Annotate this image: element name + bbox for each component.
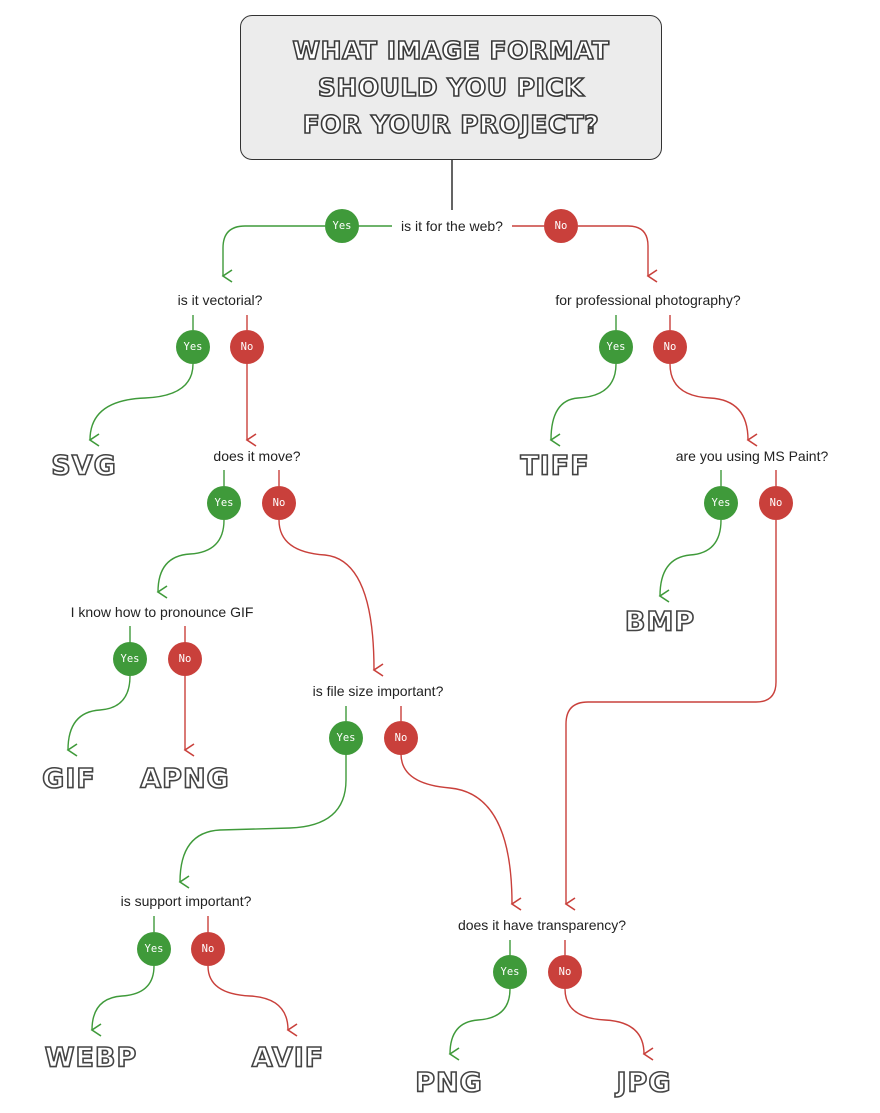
badge-vectorial-yes: Yes [176, 330, 210, 364]
badge-move-yes: Yes [207, 486, 241, 520]
question-professional: for professional photography? [555, 292, 741, 308]
question-vectorial: is it vectorial? [177, 292, 263, 308]
format-png: PNG [414, 1067, 483, 1100]
question-gif-pronounce: I know how to pronounce GIF [70, 604, 254, 620]
connector-paint-no [564, 520, 777, 911]
connector-web-yes [221, 225, 325, 283]
connector-size-yes [178, 754, 347, 889]
badge-size-yes: Yes [329, 721, 363, 755]
format-tiff: TIFF [520, 450, 590, 483]
format-jpg: JPG [616, 1067, 672, 1100]
badge-move-no: No [262, 486, 296, 520]
connector-size-no [400, 753, 522, 911]
format-avif: AVIF [251, 1042, 325, 1075]
title-line-1: WHAT IMAGE FORMAT [292, 35, 610, 66]
connector-web-no [578, 225, 658, 283]
question-web: is it for the web? [401, 218, 503, 234]
badge-support-no: No [191, 932, 225, 966]
connector-move-yes [156, 519, 225, 599]
badge-size-no: No [384, 721, 418, 755]
format-apng: APNG [139, 763, 230, 796]
connector-paint-yes [658, 519, 722, 603]
question-ms-paint: are you using MS Paint? [675, 448, 829, 464]
connector-transparency-no [564, 988, 654, 1061]
format-gif: GIF [41, 763, 96, 796]
badge-gif-no: No [168, 642, 202, 676]
question-move: does it move? [213, 448, 301, 464]
question-support: is support important? [120, 893, 252, 909]
badge-support-yes: Yes [137, 932, 171, 966]
badge-paint-yes: Yes [704, 486, 738, 520]
title-box: WHAT IMAGE FORMAT SHOULD YOU PICK FOR YO… [240, 15, 662, 160]
connector-vectorial-yes [88, 363, 194, 447]
question-transparency: does it have transparency? [457, 917, 627, 933]
connector-transparency-yes [448, 988, 511, 1061]
badge-transparency-yes: Yes [493, 955, 527, 989]
badge-web-yes: Yes [325, 209, 359, 243]
connector-professional-yes [549, 363, 617, 447]
badge-vectorial-no: No [230, 330, 264, 364]
format-svg: SVG [50, 450, 117, 483]
connector-support-no [207, 965, 298, 1037]
badge-professional-no: No [653, 330, 687, 364]
format-bmp: BMP [624, 606, 696, 639]
badge-web-no: No [544, 209, 578, 243]
question-file-size: is file size important? [312, 683, 444, 699]
badge-paint-no: No [759, 486, 793, 520]
badge-gif-yes: Yes [113, 642, 147, 676]
title-line-2: SHOULD YOU PICK [317, 72, 585, 103]
badge-transparency-no: No [548, 955, 582, 989]
badge-professional-yes: Yes [599, 330, 633, 364]
connector-move-no [278, 519, 384, 677]
title-line-3: FOR YOUR PROJECT? [302, 109, 600, 140]
connector-professional-no [669, 363, 758, 447]
connector-gif-yes [66, 675, 131, 757]
format-webp: WEBP [44, 1042, 138, 1075]
connector-support-yes [90, 965, 155, 1037]
